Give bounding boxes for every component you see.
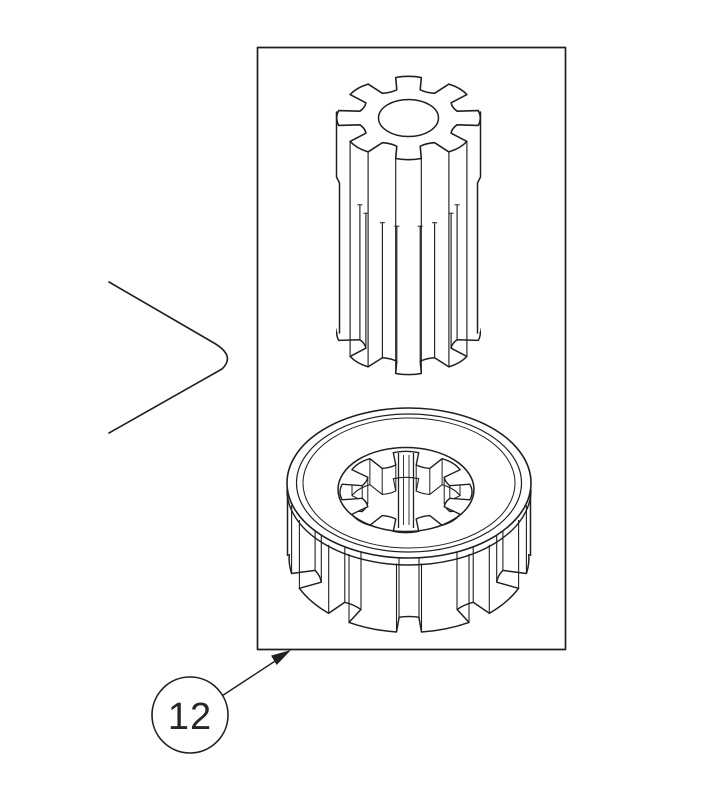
pinion-shaft-drawing bbox=[335, 75, 482, 376]
gear-drawing bbox=[286, 407, 532, 633]
callout-number: 12 bbox=[168, 696, 212, 738]
view-border bbox=[256, 46, 567, 651]
leader-line bbox=[221, 659, 277, 697]
chevron-right-icon bbox=[108, 281, 229, 434]
callout-balloon[interactable]: 12 bbox=[151, 676, 229, 754]
leader-arrowhead-icon bbox=[271, 650, 291, 665]
balloon-circle[interactable] bbox=[151, 676, 229, 754]
callout-leader bbox=[221, 650, 291, 697]
